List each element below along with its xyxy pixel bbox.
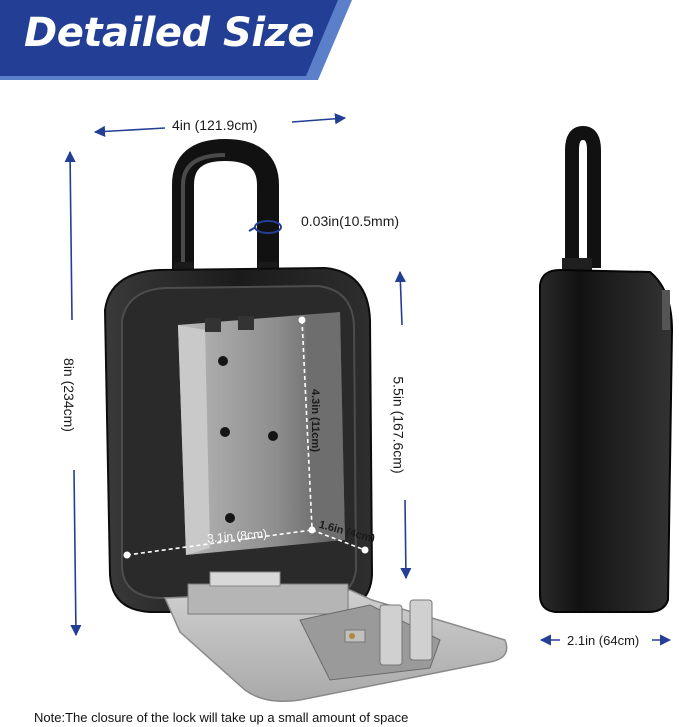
front-lock-body — [103, 266, 374, 613]
inner-width-dashed-line — [126, 529, 313, 556]
side-view-lock — [539, 125, 674, 613]
inner-depth-dashed-line — [311, 529, 366, 551]
width-front-label: 4in (121.9cm) — [172, 117, 258, 133]
width-front-arrow-right — [291, 113, 347, 125]
height-total-arrow-up — [64, 150, 76, 321]
page-title: Detailed Size — [24, 10, 314, 56]
height-total-arrow-down — [70, 469, 82, 637]
side-depth-label: 2.1in (64cm) — [567, 633, 640, 648]
height-total-label: 8in (234cm) — [60, 358, 77, 432]
header-banner — [0, 0, 352, 80]
footer-note: Note:The closure of the lock will take u… — [34, 710, 409, 725]
shackle-thickness-label: 0.03in(10.5mm) — [301, 213, 400, 229]
banner-background — [0, 0, 338, 76]
front-shackle — [172, 138, 279, 286]
height-body-label: 5.5in (167.6cm) — [390, 376, 407, 474]
open-door-keypad — [163, 571, 508, 702]
height-body-arrow-up — [394, 270, 406, 326]
width-front-arrow-left — [93, 125, 166, 138]
height-body-arrow-down — [400, 499, 412, 580]
inner-height-label: 4.3in (11cm) — [308, 389, 321, 452]
